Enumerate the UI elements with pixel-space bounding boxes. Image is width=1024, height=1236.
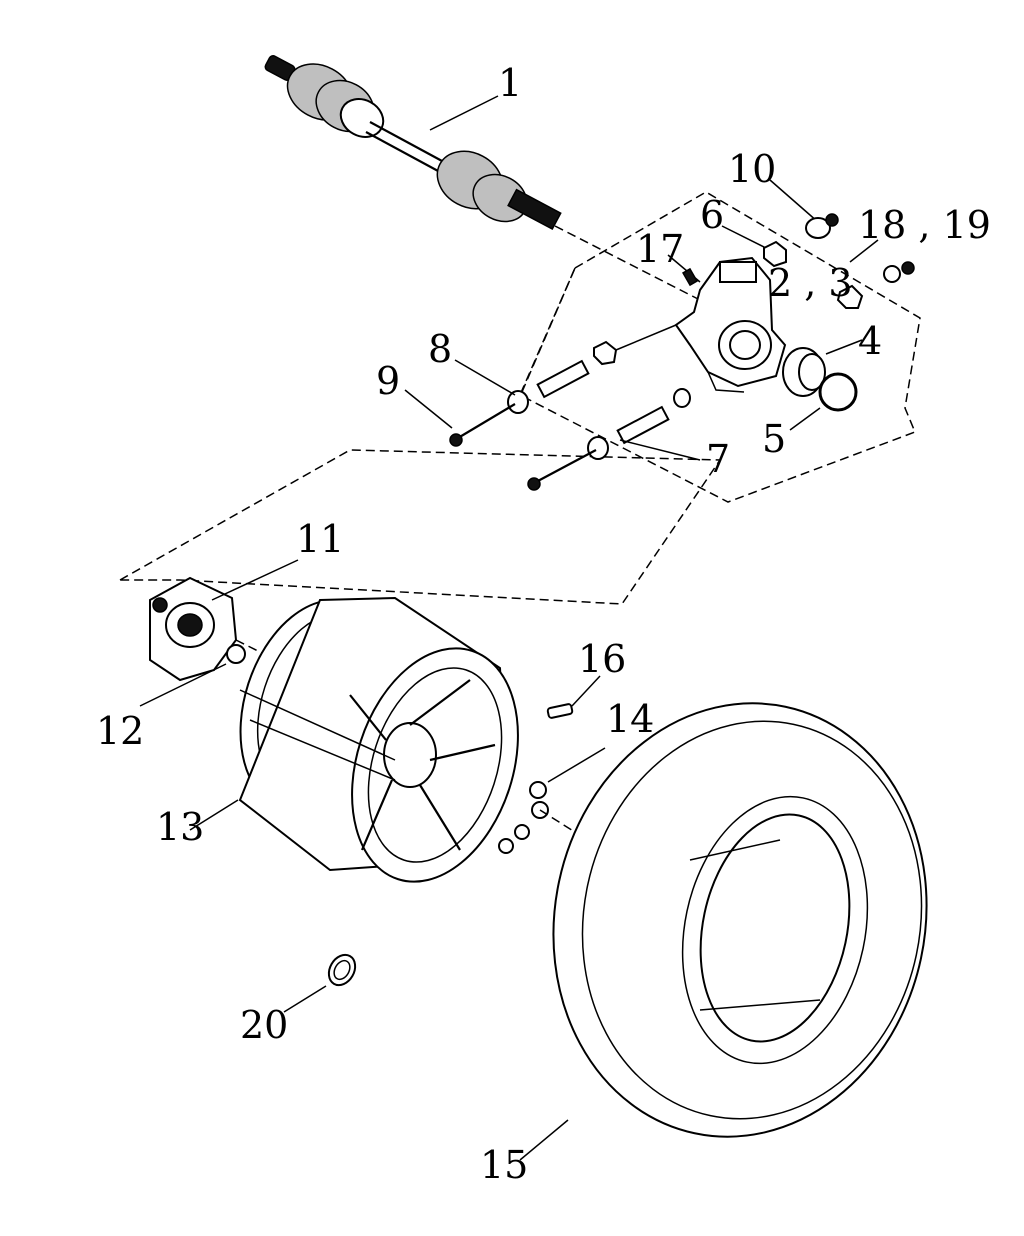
tire (519, 702, 928, 1161)
bolt-18-19 (836, 239, 915, 309)
callout-4: 4 (858, 319, 882, 363)
upper-bolt-set (404, 324, 677, 447)
valve-stem-16 (546, 675, 601, 719)
callout-8: 8 (428, 327, 452, 371)
callout-14: 14 (606, 697, 654, 741)
bearing-4 (782, 339, 863, 397)
callout-9: 9 (376, 359, 400, 403)
callout-12: 12 (96, 709, 144, 753)
callout-13: 13 (156, 805, 204, 849)
assembly-outline-hub (117, 449, 722, 605)
center-cap-20 (283, 953, 357, 1013)
nut-10 (769, 179, 839, 239)
drive-shaft (264, 55, 701, 301)
callout-16: 16 (578, 637, 626, 681)
circlip-5 (789, 372, 858, 431)
lower-bolt-set (527, 388, 701, 491)
assembly-outline-upper (519, 191, 921, 503)
callout-10: 10 (728, 147, 776, 191)
callout-labels: 1 10 6 18 , 19 17 2 , 3 8 4 9 5 7 11 16 … (96, 61, 991, 1187)
callout-1: 1 (498, 61, 522, 105)
callout-17: 17 (636, 227, 684, 271)
callout-6: 6 (700, 193, 724, 237)
callout-18-19: 18 , 19 (858, 203, 991, 247)
callout-2-3: 2 , 3 (768, 261, 853, 305)
callout-5: 5 (762, 417, 786, 461)
callout-11: 11 (296, 517, 344, 561)
wheel-rim (189, 596, 519, 883)
callout-7: 7 (706, 437, 730, 481)
nut-6 (721, 225, 787, 268)
pin-17 (667, 254, 701, 287)
callout-20: 20 (240, 1003, 288, 1047)
callout-15: 15 (480, 1143, 528, 1187)
